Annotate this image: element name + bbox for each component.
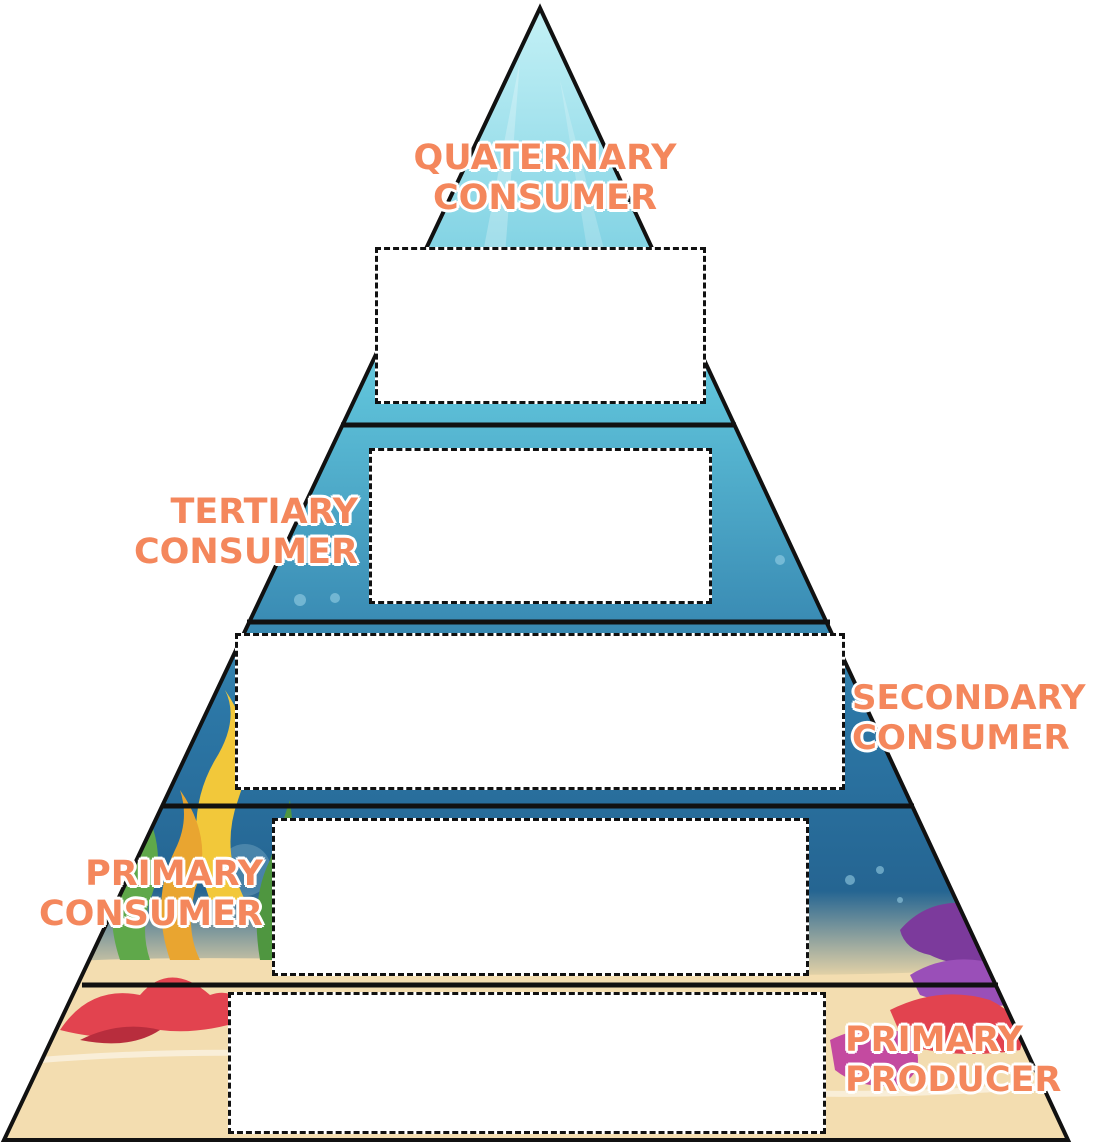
pyramid-outline [0, 3, 1072, 1142]
answer-box-secondary[interactable] [235, 633, 845, 790]
label-quaternary-line1: QUATERNARY [413, 138, 677, 178]
label-primary-producer-line1: PRIMARY [845, 1020, 1023, 1060]
label-tertiary-line1: TERTIARY [170, 492, 358, 532]
answer-box-quaternary[interactable] [375, 247, 706, 404]
label-tertiary-line2: CONSUMER [133, 532, 358, 572]
tier-dividers [82, 422, 998, 988]
answer-box-tertiary[interactable] [369, 448, 712, 604]
answer-box-primary-consumer[interactable] [272, 818, 809, 976]
label-secondary-line1: SECONDARY [852, 678, 1086, 718]
label-primary-consumer-line2: CONSUMER [38, 894, 263, 934]
label-primary-producer-line2: PRODUCER [845, 1060, 1062, 1100]
label-primary-consumer-line1: PRIMARY [85, 854, 263, 894]
answer-box-primary-producer[interactable] [228, 992, 826, 1134]
label-primary-consumer: PRIMARY CONSUMER [18, 854, 263, 934]
label-tertiary-consumer: TERTIARY CONSUMER [108, 492, 358, 572]
label-secondary-line2: CONSUMER [852, 718, 1070, 758]
label-primary-producer: PRIMARY PRODUCER [845, 1020, 1085, 1100]
label-quaternary-consumer: QUATERNARY CONSUMER [395, 138, 695, 218]
label-secondary-consumer: SECONDARY CONSUMER [852, 678, 1108, 758]
label-quaternary-line2: CONSUMER [432, 178, 658, 218]
